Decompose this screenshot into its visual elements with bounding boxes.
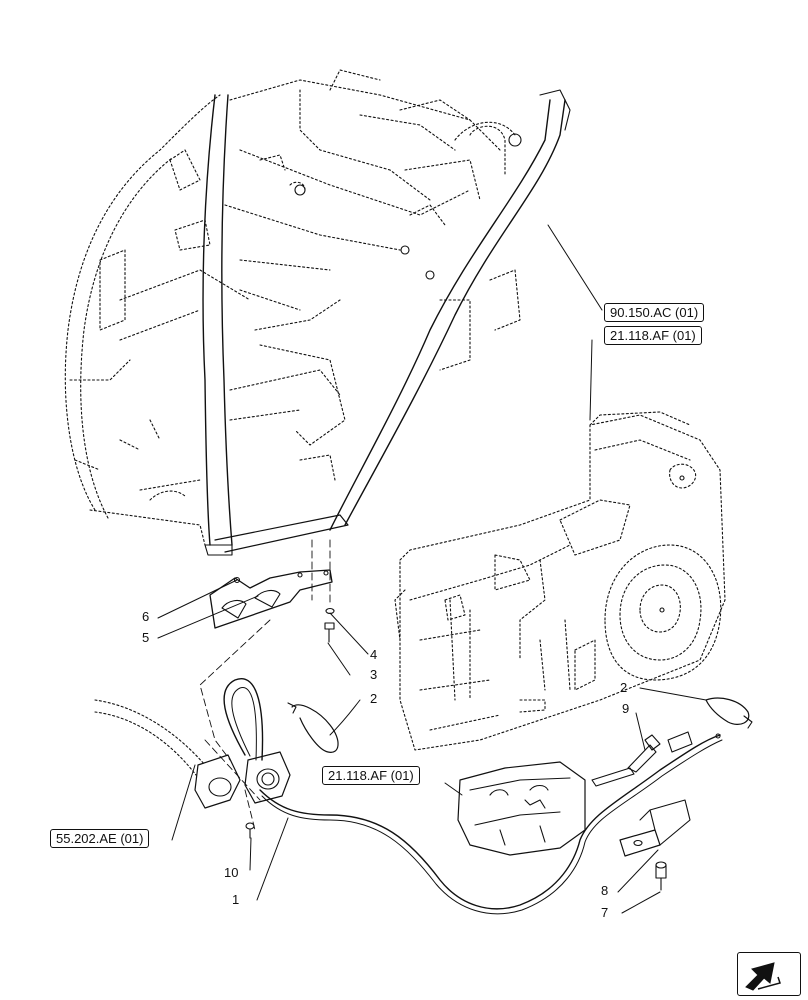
- callout-5: 5: [142, 630, 150, 645]
- ref-21-118-af-mid[interactable]: 21.118.AF (01): [322, 766, 420, 785]
- cab-frame: [64, 69, 571, 556]
- callout-1: 1: [232, 892, 240, 907]
- callout-2-left: 2: [370, 691, 378, 706]
- ref-90-150-ac[interactable]: 90.150.AC (01): [604, 303, 705, 322]
- cable-assembly: [194, 678, 723, 915]
- ref-21-118-af-top[interactable]: 21.118.AF (01): [604, 326, 702, 345]
- callout-9: 9: [622, 701, 630, 716]
- callout-3: 3: [370, 667, 378, 682]
- bracket-8: [619, 799, 691, 857]
- callout-8: 8: [601, 883, 609, 898]
- callout-10: 10: [224, 865, 239, 880]
- ref-55-202-ae[interactable]: 55.202.AE (01): [50, 829, 150, 848]
- leader-lines: [157, 224, 707, 914]
- callout-7: 7: [601, 905, 609, 920]
- cable-tie-left: [287, 702, 339, 753]
- arrow-glyph: [745, 962, 781, 991]
- bracket-plate: [209, 569, 333, 629]
- dipstick-9: [591, 734, 661, 787]
- callout-6: 6: [142, 609, 150, 624]
- bolt-3: [324, 607, 335, 643]
- callout-2-right: 2: [620, 680, 628, 695]
- callout-4: 4: [370, 647, 378, 662]
- valve-block: [457, 761, 586, 856]
- transmission-housing: [394, 411, 726, 751]
- bolt-7: [655, 861, 667, 891]
- cable-tie-right: [705, 697, 753, 729]
- next-page-arrow-icon[interactable]: [737, 952, 801, 996]
- assembly-lines: [199, 539, 331, 831]
- hose-outline: [94, 699, 206, 776]
